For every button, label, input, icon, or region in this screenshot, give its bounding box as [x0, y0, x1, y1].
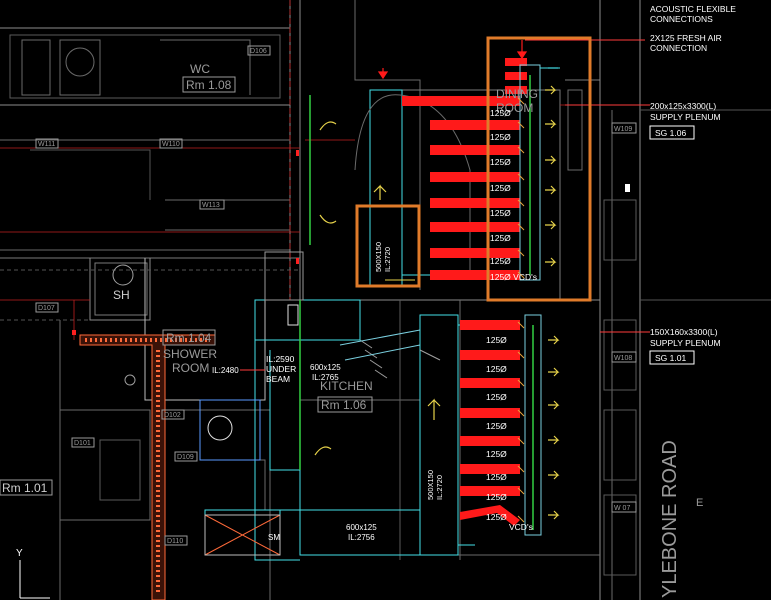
sg-bottom-box	[649, 350, 695, 365]
branch-label: 125Ø	[490, 256, 511, 266]
fixtures	[112, 264, 441, 556]
tag-d106: D106	[250, 48, 267, 55]
room-wc-box	[182, 76, 236, 93]
top-branches	[402, 58, 527, 280]
room-sh: SH	[113, 288, 130, 302]
tag-d109: D109	[177, 454, 194, 461]
annotation-fresh-air-line2: CONNECTION	[650, 43, 707, 53]
annotation-acoustic-line1: ACOUSTIC FLEXIBLE	[650, 4, 736, 14]
duct-label-vertical-bottom-size: 500X150	[426, 470, 435, 500]
duct-label-vertical-top-il: IL:2720	[383, 247, 392, 272]
branch-label: 125Ø	[486, 421, 507, 431]
room-wc-number: Rm 1.08	[186, 78, 232, 92]
tag-d107: D107	[38, 305, 55, 312]
duct-label-under: UNDER	[266, 364, 296, 374]
bottom-branches	[460, 320, 520, 526]
tag-w108: W108	[614, 355, 632, 362]
highlight-boxes	[355, 36, 592, 302]
tag-e: E	[696, 497, 703, 509]
annotation-plenum-top-line2: SUPPLY PLENUM	[650, 112, 721, 122]
room-kitchen-box	[317, 396, 373, 413]
branch-label: 125Ø	[486, 472, 507, 482]
tag-d102: D102	[164, 412, 181, 419]
annotation-plenum-top-line1: 200x125x3300(L)	[650, 101, 716, 111]
tag-w110: W110	[162, 141, 180, 148]
annotation-plenum-bottom-line1: 150X160x3300(L)	[650, 327, 718, 337]
branch-label: 125Ø	[486, 392, 507, 402]
annotation-plenum-bottom-line2: SUPPLY PLENUM	[650, 338, 721, 348]
tag-w107: W 07	[614, 505, 630, 512]
bottom-branch-labels: 125Ø 125Ø 125Ø 125Ø 125Ø 125Ø 125Ø 125Ø …	[486, 335, 533, 532]
room-kitchen: KITCHEN	[320, 379, 373, 393]
tag-w113: W113	[202, 202, 220, 209]
annotation-fresh-air-line1: 2X125 FRESH AIR	[650, 33, 722, 43]
highlight-box-plenum	[486, 36, 592, 302]
room-shower-number: Rm 1.04	[166, 331, 212, 345]
sg-bottom-label: SG 1.01	[655, 353, 686, 363]
tag-d110: D110	[167, 538, 183, 545]
grilles	[299, 75, 534, 530]
duct-label-beam: BEAM	[266, 374, 290, 384]
branch-label: 125Ø	[490, 183, 511, 193]
duct-label-600-bot: 600x125	[346, 523, 377, 532]
tag-y: Y	[16, 548, 23, 559]
room-left-number: Rm 1.01	[2, 481, 48, 495]
duct-label-600-mid: 600x125	[310, 363, 341, 372]
branch-label: 125Ø	[490, 208, 511, 218]
duct-label-il2480: IL:2480	[212, 366, 239, 375]
ucs-icon	[19, 560, 50, 599]
duct-label-il2765: IL:2765	[312, 373, 339, 382]
branch-label: 125Ø	[486, 449, 507, 459]
branch-label: 125Ø	[486, 335, 507, 345]
fresh-air	[377, 40, 558, 80]
branch-label: 125Ø	[486, 512, 507, 522]
duct-label-il2590: IL:2590	[266, 354, 295, 364]
grid-lines	[0, 0, 650, 340]
room-shower-line1: SHOWER	[163, 347, 217, 361]
branch-label-vcds-bottom: VCD's	[509, 522, 533, 532]
duct-label-vertical-top-size: 500X150	[374, 242, 383, 272]
branch-label: 125Ø	[490, 108, 511, 118]
branch-label: 125Ø	[490, 132, 511, 142]
tags: W111 W110 W113 W109 W108 W 07 D106 D107 …	[16, 45, 703, 559]
leader-lines	[240, 39, 650, 371]
airflow-arrows	[314, 85, 560, 520]
duct-label-vertical-bottom-il: IL:2720	[435, 475, 444, 500]
branch-label: 125Ø	[486, 364, 507, 374]
room-kitchen-number: Rm 1.06	[321, 398, 367, 412]
tag-d101: D101	[74, 440, 91, 447]
vcd-markers	[517, 97, 525, 523]
room-dining-line2: ROOM	[496, 101, 533, 115]
room-shower-box	[162, 329, 216, 346]
markers	[72, 150, 630, 335]
branch-label: 125Ø	[486, 492, 507, 502]
tag-w111: W111	[38, 141, 55, 148]
room-shower-line2: ROOM	[172, 361, 209, 375]
street-name: YLEBONE ROAD	[659, 440, 681, 598]
tag-sm: SM	[268, 533, 280, 542]
branch-label-vcds-top: 125Ø VCD's	[490, 272, 537, 282]
top-branch-labels: 125Ø 125Ø 125Ø 125Ø 125Ø 125Ø 125Ø 125Ø …	[490, 108, 537, 282]
branch-label: 125Ø	[490, 157, 511, 167]
tag-w109: W109	[614, 126, 632, 133]
duct-label-il2756: IL:2756	[348, 533, 375, 542]
room-left-box	[0, 479, 53, 496]
sg-top-box	[649, 125, 695, 140]
annotation-acoustic-line2: CONNECTIONS	[650, 14, 713, 24]
branch-label: 125Ø	[490, 233, 511, 243]
highlight-box-duct	[355, 204, 421, 288]
sg-top-label: SG 1.06	[655, 128, 686, 138]
room-wc: WC	[190, 62, 210, 76]
room-dining-line1: DINING	[496, 87, 538, 101]
